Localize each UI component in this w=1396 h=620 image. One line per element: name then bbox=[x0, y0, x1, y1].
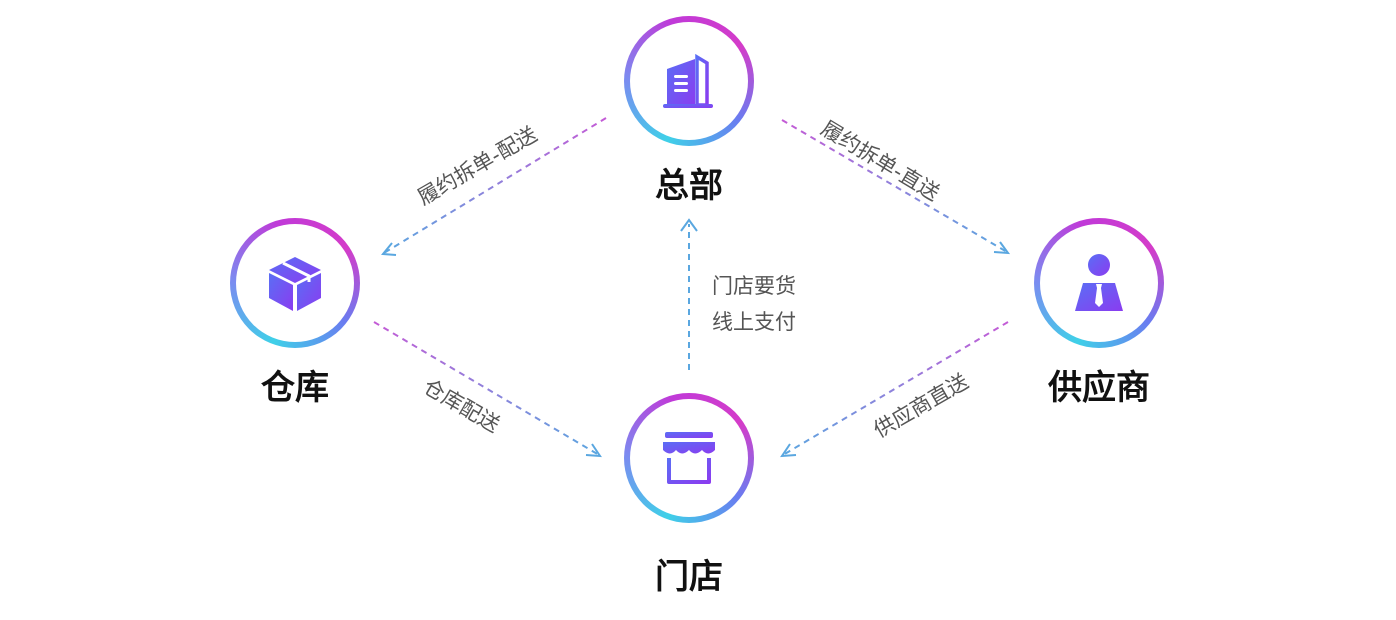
edge-label-store-hq: 门店要货 线上支付 bbox=[712, 268, 796, 340]
node-label-store: 门店 bbox=[655, 557, 723, 597]
arrowhead-hq bbox=[680, 218, 698, 232]
arrowhead-store-right bbox=[780, 443, 797, 458]
node-hq[interactable] bbox=[624, 16, 754, 146]
node-label-supplier: 供应商 bbox=[1048, 368, 1150, 408]
box-icon bbox=[269, 257, 321, 311]
node-label-hq: 总部 bbox=[655, 166, 723, 206]
arrowhead-supplier bbox=[993, 241, 1011, 255]
node-store[interactable] bbox=[624, 393, 754, 523]
node-supplier[interactable] bbox=[1034, 218, 1164, 348]
arrowhead-warehouse bbox=[381, 242, 397, 256]
online-payment-label: 线上支付 bbox=[712, 310, 796, 334]
storefront-icon bbox=[663, 432, 715, 484]
node-warehouse[interactable] bbox=[230, 218, 360, 348]
arrowhead-store-left bbox=[585, 443, 602, 458]
person-tie-icon bbox=[1075, 254, 1123, 311]
building-icon bbox=[663, 53, 713, 108]
node-label-warehouse: 仓库 bbox=[261, 368, 329, 408]
store-request-label: 门店要货 bbox=[712, 274, 796, 298]
